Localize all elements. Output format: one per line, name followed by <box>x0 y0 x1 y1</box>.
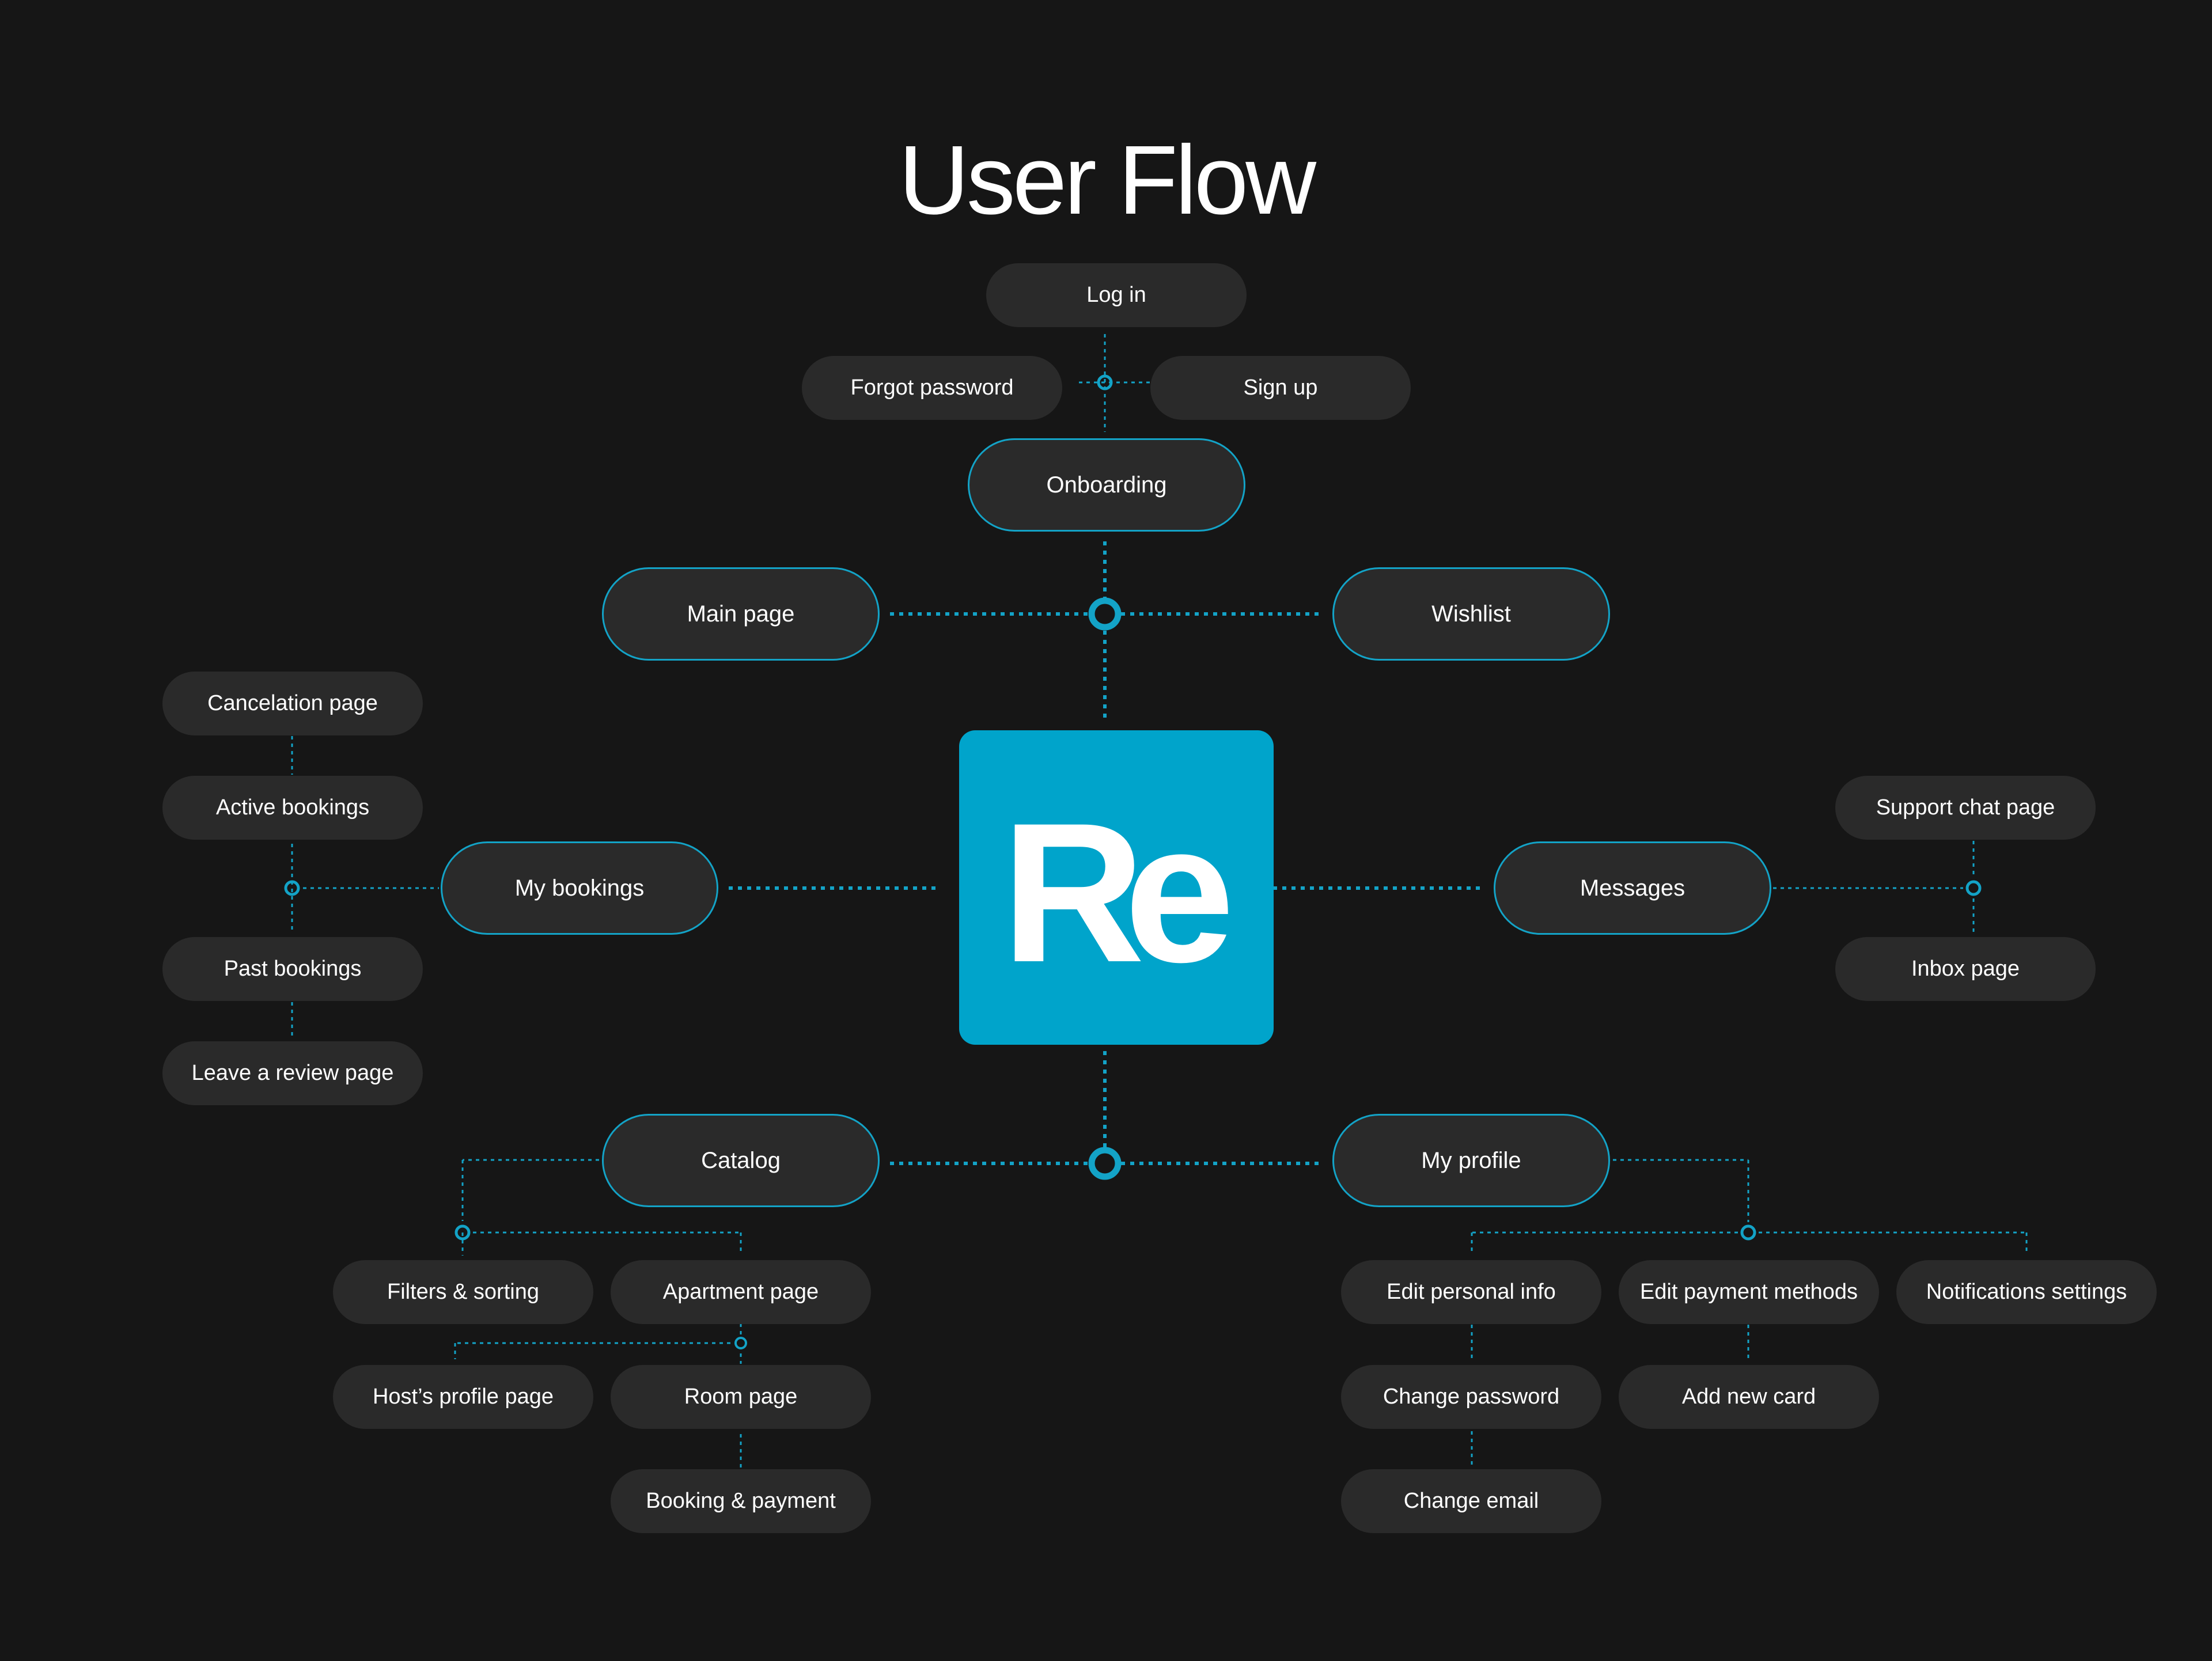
node-sign-up[interactable]: Sign up <box>1150 356 1411 420</box>
logo-text: Re <box>1001 782 1234 1004</box>
node-past-bookings[interactable]: Past bookings <box>162 937 423 1001</box>
node-change-password[interactable]: Change password <box>1341 1365 1601 1429</box>
node-booking-payment[interactable]: Booking & payment <box>611 1469 871 1533</box>
node-wishlist[interactable]: Wishlist <box>1332 567 1610 661</box>
node-filters-sorting[interactable]: Filters & sorting <box>333 1260 593 1324</box>
app-logo: Re <box>959 730 1274 1045</box>
node-support-chat[interactable]: Support chat page <box>1835 776 2096 840</box>
node-my-bookings[interactable]: My bookings <box>441 841 718 935</box>
node-hosts-profile[interactable]: Host’s profile page <box>333 1365 593 1429</box>
node-messages[interactable]: Messages <box>1494 841 1771 935</box>
node-leave-review[interactable]: Leave a review page <box>162 1041 423 1105</box>
node-room-page[interactable]: Room page <box>611 1365 871 1429</box>
node-active-bookings[interactable]: Active bookings <box>162 776 423 840</box>
node-log-in[interactable]: Log in <box>986 263 1247 327</box>
node-inbox-page[interactable]: Inbox page <box>1835 937 2096 1001</box>
node-edit-personal-info[interactable]: Edit personal info <box>1341 1260 1601 1324</box>
node-main-page[interactable]: Main page <box>602 567 880 661</box>
node-my-profile[interactable]: My profile <box>1332 1114 1610 1207</box>
node-notifications-settings[interactable]: Notifications settings <box>1896 1260 2157 1324</box>
node-onboarding[interactable]: Onboarding <box>968 438 1245 532</box>
node-edit-payment-methods[interactable]: Edit payment methods <box>1619 1260 1879 1324</box>
node-change-email[interactable]: Change email <box>1341 1469 1601 1533</box>
node-apartment-page[interactable]: Apartment page <box>611 1260 871 1324</box>
node-catalog[interactable]: Catalog <box>602 1114 880 1207</box>
node-forgot-password[interactable]: Forgot password <box>802 356 1062 420</box>
node-cancelation-page[interactable]: Cancelation page <box>162 672 423 735</box>
page-title: User Flow <box>898 126 1316 235</box>
node-add-new-card[interactable]: Add new card <box>1619 1365 1879 1429</box>
